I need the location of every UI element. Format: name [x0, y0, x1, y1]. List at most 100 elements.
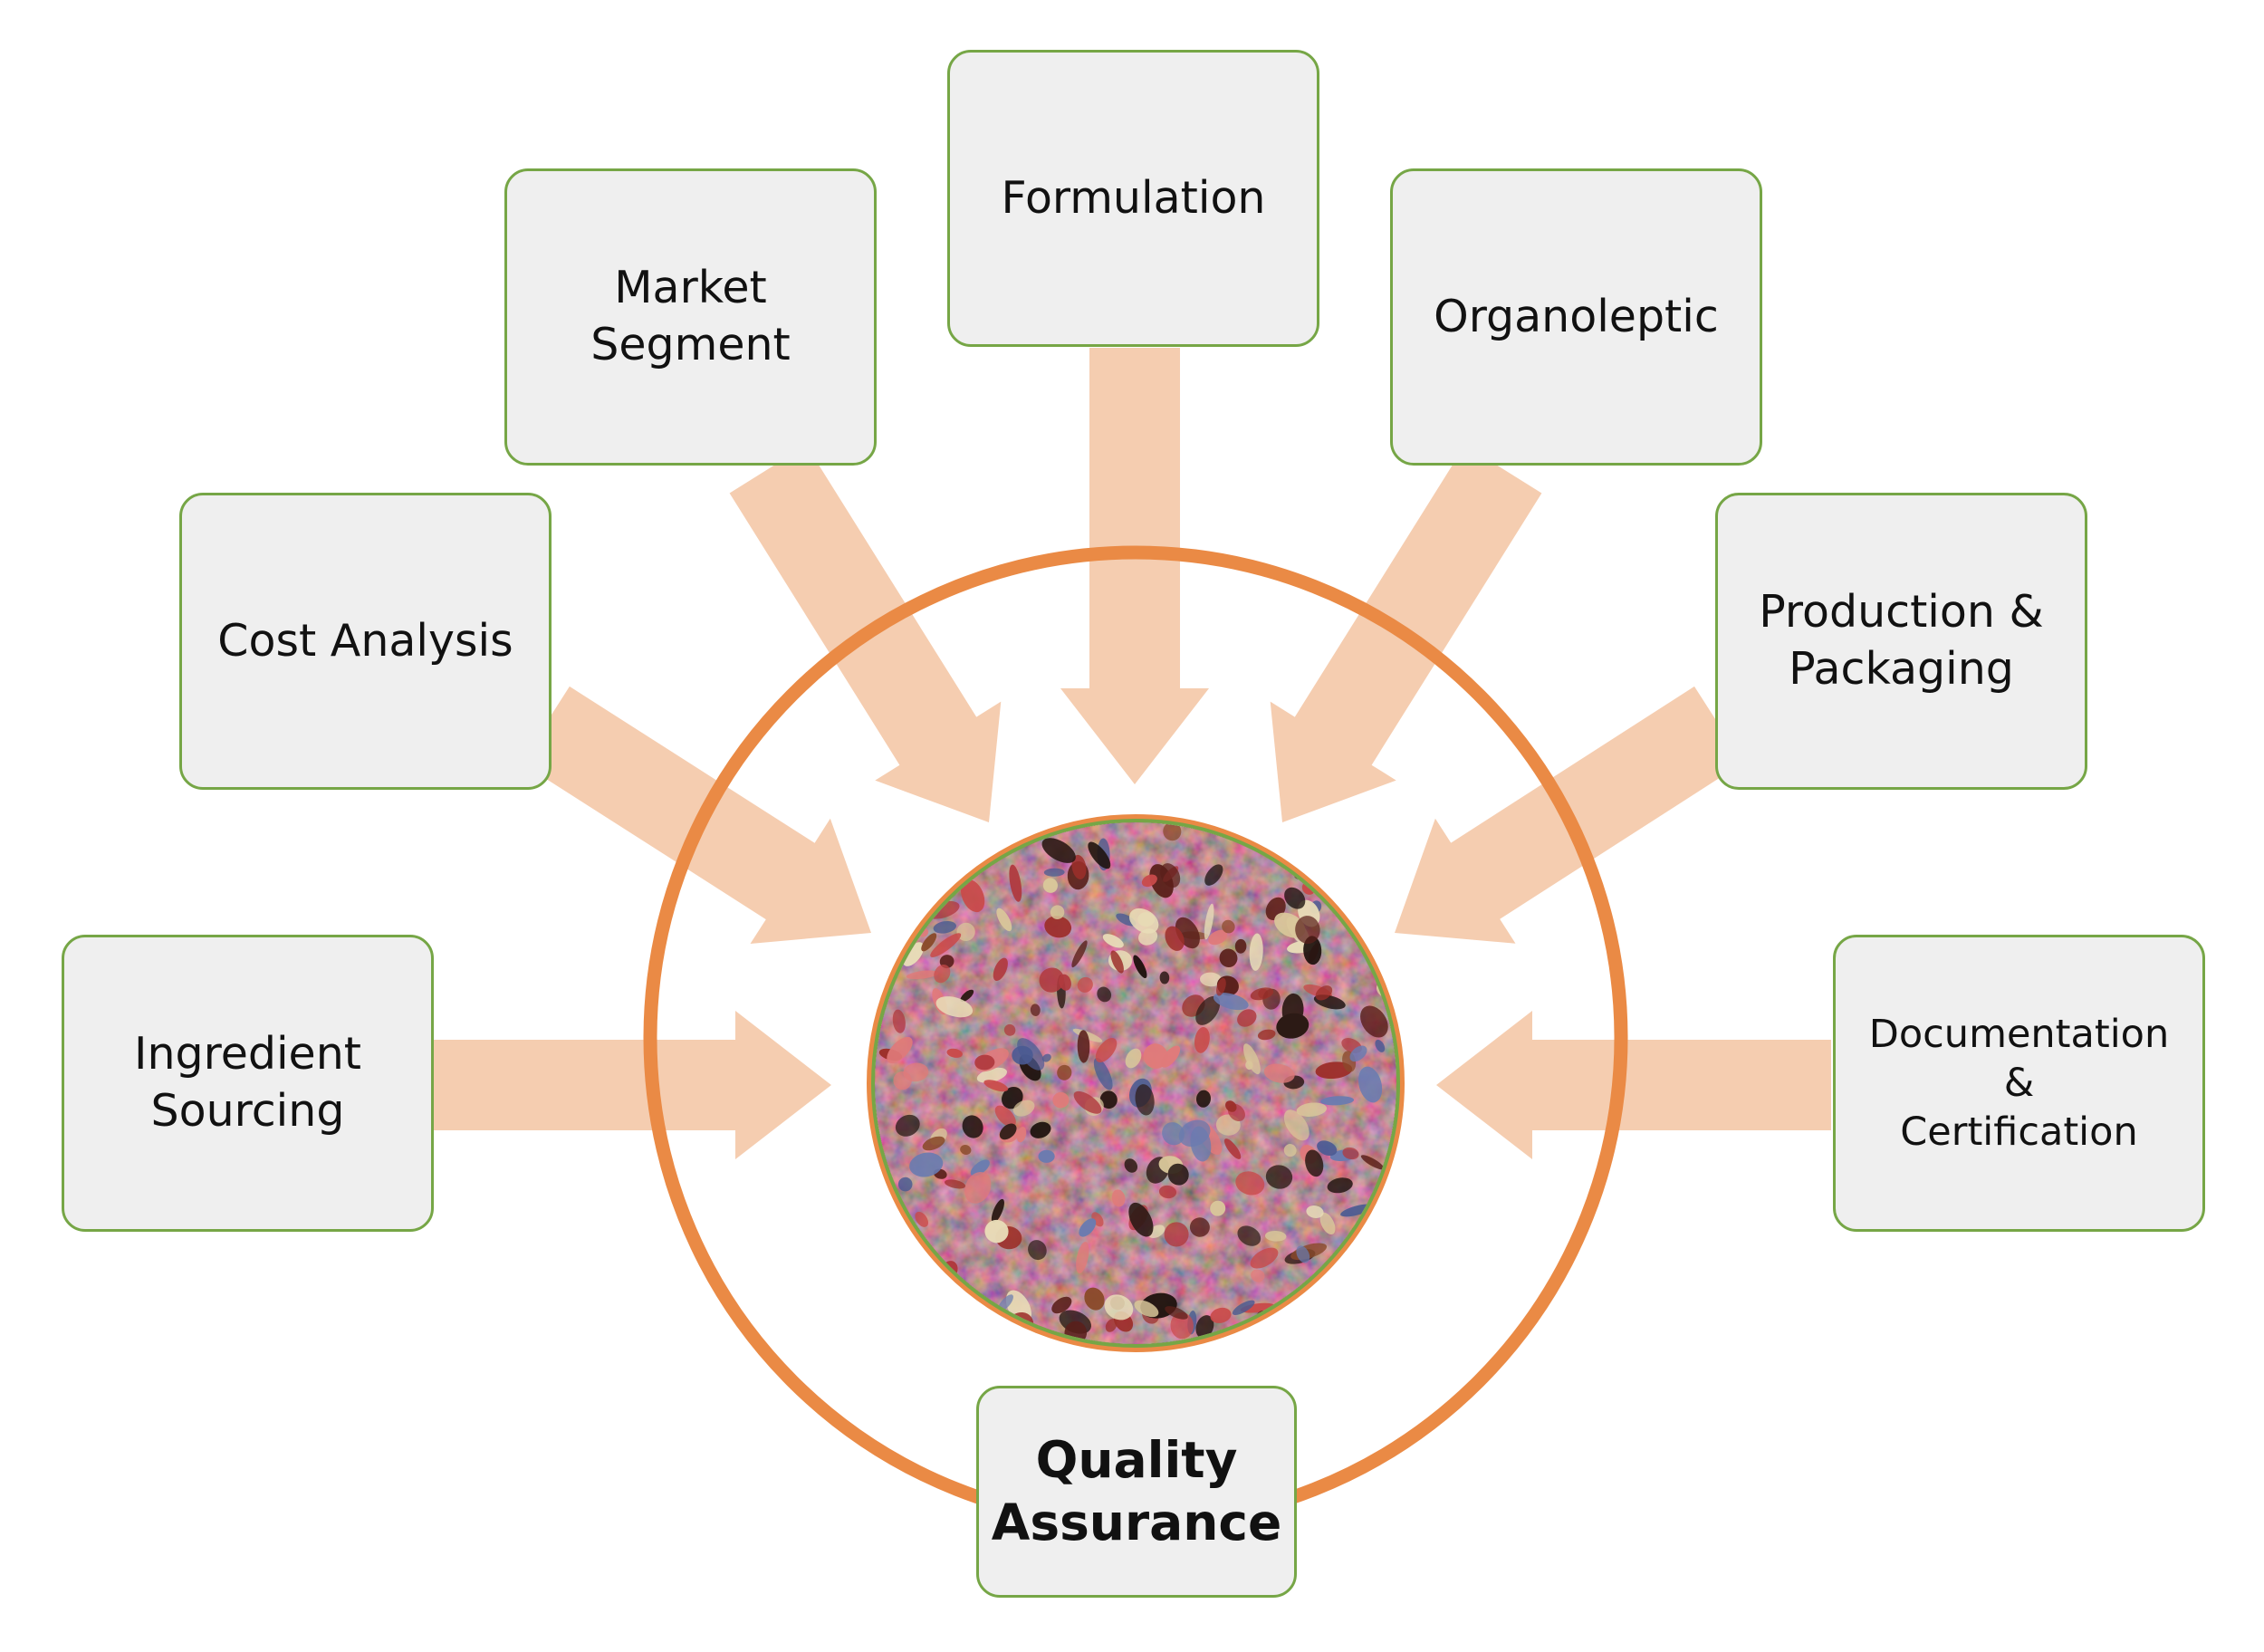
- tea-piece: [1276, 1013, 1309, 1039]
- tea-piece: [1095, 1037, 1118, 1063]
- tea-piece: [964, 1171, 992, 1204]
- tea-piece: [1077, 976, 1093, 993]
- tea-piece: [895, 1114, 920, 1137]
- tea-piece: [1237, 1009, 1257, 1027]
- tea-piece: [983, 1080, 1009, 1092]
- tea-piece: [1322, 860, 1334, 890]
- tea-piece: [1195, 995, 1221, 1025]
- tea-piece: [1349, 1045, 1367, 1062]
- tea-piece: [1162, 1122, 1185, 1146]
- tea-piece: [1284, 887, 1306, 909]
- documentation-certification-box: Documentation & Certification: [1833, 935, 2205, 1232]
- tea-piece: [1373, 1294, 1382, 1304]
- tea-piece: [1204, 864, 1223, 886]
- tea-piece: [1213, 993, 1249, 1011]
- formulation-box: Formulation: [947, 50, 1319, 347]
- tea-piece: [1342, 1147, 1359, 1160]
- tea-piece: [1141, 874, 1157, 888]
- tea-piece: [1000, 1331, 1014, 1341]
- tea-piece: [1195, 1315, 1214, 1339]
- tea-piece: [1190, 1126, 1212, 1162]
- tea-piece: [1360, 1005, 1388, 1038]
- tea-piece: [1009, 864, 1022, 902]
- tea-piece: [1283, 1109, 1309, 1141]
- tea-piece: [1355, 869, 1379, 887]
- tea-piece: [1295, 916, 1320, 945]
- tea-piece: [1039, 967, 1065, 993]
- tea-piece: [1338, 1298, 1350, 1309]
- tea-piece: [1071, 940, 1088, 968]
- tea-piece: [1358, 1066, 1383, 1103]
- tea-piece: [1084, 1287, 1105, 1311]
- tea-piece: [1041, 1053, 1051, 1062]
- tea-piece: [921, 933, 937, 952]
- tea-piece: [1223, 1138, 1242, 1159]
- tea-piece: [1160, 863, 1181, 888]
- tea-piece: [909, 1152, 944, 1177]
- tea-piece: [1097, 986, 1112, 1003]
- tea-piece: [875, 823, 894, 860]
- tea-piece: [1360, 1155, 1385, 1170]
- tea-piece: [1158, 1185, 1177, 1199]
- tea-piece: [1234, 938, 1247, 954]
- tea-piece: [1225, 1100, 1237, 1112]
- tea-piece: [1052, 1091, 1070, 1109]
- tea-piece: [1124, 1158, 1138, 1173]
- tea-piece: [1245, 1061, 1253, 1071]
- tea-piece: [960, 989, 974, 1003]
- tea-piece: [1059, 974, 1071, 991]
- tea-piece: [1291, 1311, 1314, 1332]
- tea-piece: [1195, 1090, 1212, 1108]
- organoleptic-box: Organoleptic: [1390, 168, 1762, 466]
- tea-piece: [906, 970, 939, 980]
- tea-piece: [887, 1036, 913, 1063]
- tea-piece: [1200, 972, 1222, 987]
- tea-piece: [1167, 1163, 1189, 1186]
- formulation-arrow: [1060, 348, 1209, 784]
- tea-piece: [1328, 838, 1355, 863]
- tea-piece: [1073, 1090, 1102, 1114]
- tea-piece: [933, 920, 956, 934]
- tea-piece: [993, 957, 1008, 982]
- tea-piece: [1159, 971, 1170, 984]
- documentation-certification-arrow: [1436, 1011, 1831, 1159]
- tea-piece: [1317, 1140, 1338, 1157]
- tea-piece: [946, 1048, 963, 1058]
- tea-piece: [1003, 1023, 1016, 1036]
- tea-piece: [935, 996, 974, 1018]
- tea-piece: [1041, 838, 1076, 863]
- tea-piece: [1263, 1063, 1295, 1083]
- tea-piece: [1216, 977, 1226, 996]
- tea-piece: [1296, 1102, 1328, 1117]
- tea-piece: [1133, 955, 1147, 979]
- tea-piece: [1235, 1171, 1265, 1196]
- tea-piece: [1320, 1096, 1355, 1106]
- tea-piece: [1306, 1205, 1324, 1219]
- tea-piece: [1163, 822, 1182, 841]
- tea-piece: [922, 1136, 945, 1151]
- tea-piece: [1249, 933, 1263, 971]
- tea-piece: [999, 1123, 1017, 1140]
- tea-piece: [897, 1177, 913, 1192]
- tea-piece: [1189, 1217, 1210, 1237]
- tea-piece: [984, 1219, 1009, 1244]
- ingredient-sourcing-box: Ingredient Sourcing: [62, 935, 434, 1232]
- tea-piece: [1057, 1064, 1072, 1081]
- tea-piece: [1250, 987, 1274, 1001]
- tea-piece: [903, 942, 925, 966]
- tea-piece: [1343, 844, 1366, 866]
- tea-piece: [1077, 1030, 1090, 1063]
- tea-piece: [996, 908, 1012, 932]
- quality-assurance-box: Quality Assurance: [976, 1386, 1297, 1598]
- production-packaging-box: Production & Packaging: [1715, 493, 2087, 790]
- tea-piece: [1250, 1247, 1279, 1269]
- tea-piece: [1012, 1045, 1033, 1065]
- tea-piece: [892, 1009, 906, 1033]
- tea-piece: [1128, 1202, 1154, 1237]
- tea-piece: [1204, 903, 1214, 940]
- tea-piece: [1251, 1269, 1265, 1282]
- tea-piece: [1219, 948, 1238, 968]
- tea-piece: [1319, 1212, 1336, 1235]
- tea-piece: [1110, 950, 1124, 974]
